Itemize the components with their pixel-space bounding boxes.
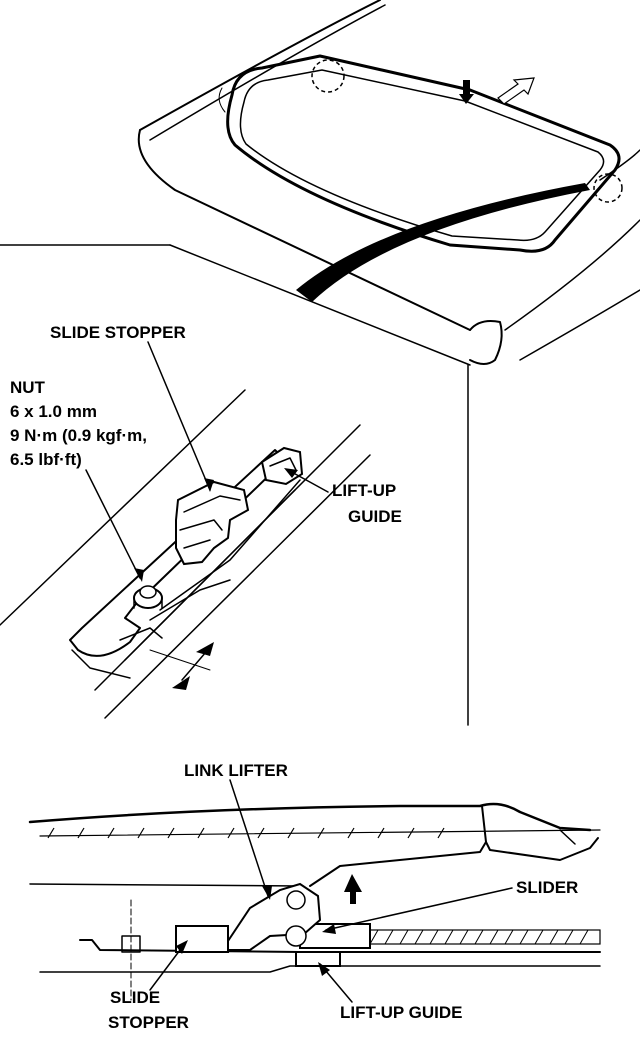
label-nut-line2: 6 x 1.0 mm [10,402,97,421]
label-slide-stopper-bottom-line1: SLIDE [110,988,160,1007]
detail-callout-band [296,183,590,302]
label-nut-line4: 6.5 lbf·ft) [10,450,82,469]
down-arrow-icon [459,80,474,104]
label-slide-stopper-bottom-line2: STOPPER [108,1013,189,1032]
leader-slider [325,887,513,931]
detail-circle-front [593,173,623,203]
label-nut-line1: NUT [10,378,46,397]
sunroof-panel [218,54,621,253]
cable [359,929,601,945]
label-lift-up-guide-top-line2: GUIDE [348,507,402,526]
leader-slide-stopper-top [147,341,211,491]
label-nut-line3: 9 N·m (0.9 kgf·m, [10,426,147,445]
leader-arrowhead [204,478,214,492]
lift-arrow-icon [344,874,362,904]
label-lift-up-guide-bottom: LIFT-UP GUIDE [340,1003,462,1022]
label-slide-stopper-top: SLIDE STOPPER [50,323,186,342]
side-section-detail [28,779,601,1003]
slide-stopper-detail [0,341,371,719]
nut-bolt [133,585,163,609]
label-lift-up-guide-top-line1: LIFT-UP [332,481,396,500]
car-roof-illustration [137,0,640,365]
detail-circle-rear [311,59,345,93]
adjust-arrow-down-icon [172,676,190,690]
slide-arrow-icon [497,77,535,105]
lift-up-guide-block [295,951,341,967]
adjust-arrow-up-icon [196,642,214,656]
label-slider: SLIDER [516,878,578,897]
leader-link-lifter [229,779,269,897]
leader-nut [85,469,141,579]
label-link-lifter: LINK LIFTER [184,761,288,780]
